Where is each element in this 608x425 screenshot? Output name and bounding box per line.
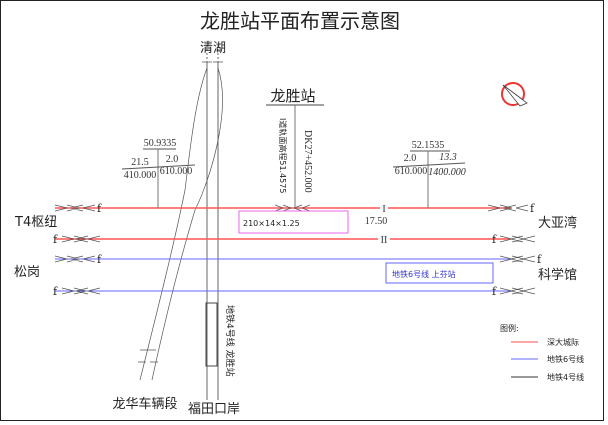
- turnout-labels: f f f f f f f f: [53, 202, 542, 298]
- label-longhua-depot: 龙华车辆段: [112, 396, 177, 412]
- svg-text:610.000: 610.000: [395, 166, 428, 177]
- svg-text:f: f: [53, 233, 58, 246]
- label-songgang: 松岗: [14, 265, 40, 280]
- legend: 图例: 深大城际 地铁6号线 地铁4号线: [500, 323, 584, 382]
- svg-text:f: f: [530, 202, 535, 215]
- legend-item-intercity: 深大城际: [547, 337, 579, 347]
- label-dayawan: 大亚湾: [538, 215, 577, 231]
- line4-tracks: [202, 45, 223, 400]
- legend-item-line4: 地铁4号线: [547, 372, 584, 382]
- rail-elevation-label: I道轨面高程51.4575: [278, 118, 288, 193]
- label-kexueguan: 科学馆: [538, 267, 577, 283]
- svg-text:f: f: [97, 202, 102, 215]
- diagram-title: 龙胜站平面布置示意图: [200, 9, 400, 33]
- label-qinghu: 清湖: [200, 41, 226, 56]
- line6-station-box: [385, 262, 494, 284]
- svg-text:50.9335: 50.9335: [144, 138, 177, 149]
- label-line4-station: 地铁4号线 龙胜站: [224, 305, 236, 377]
- track-label-2: II: [381, 235, 388, 246]
- svg-text:52.1535: 52.1535: [412, 140, 445, 151]
- north-arrow-icon: [501, 82, 528, 107]
- grade-marker-right: 52.1535 2.0 610.000 13.3 1400.000: [392, 140, 466, 208]
- svg-text:f: f: [492, 285, 497, 298]
- line4-platform: [205, 302, 218, 367]
- station-name: 龙胜站: [270, 87, 315, 105]
- label-t4-hub: T4枢纽: [14, 215, 57, 230]
- intercity-platform: [238, 210, 349, 234]
- svg-text:2.0: 2.0: [404, 153, 417, 164]
- chainage-label: DK27+452.000: [302, 130, 313, 193]
- legend-title: 图例:: [500, 323, 519, 333]
- svg-text:f: f: [53, 285, 58, 298]
- label-futian-port: 福田口岸: [188, 402, 240, 417]
- svg-text:2.0: 2.0: [166, 154, 179, 165]
- svg-text:f: f: [492, 233, 497, 246]
- svg-text:f: f: [537, 253, 542, 266]
- grade-marker-left: 50.9335 21.5 410.000 2.0 610.000: [121, 138, 196, 208]
- platform-dimensions: 210×14×1.25: [243, 219, 300, 228]
- svg-text:f: f: [97, 253, 102, 266]
- depot-connection-tracks: [138, 67, 223, 381]
- turnout-marks: [54, 204, 536, 295]
- legend-item-line6: 地铁6号线: [547, 354, 584, 364]
- svg-text:13.3: 13.3: [439, 152, 457, 163]
- svg-text:21.5: 21.5: [131, 157, 149, 168]
- line6-station-label: 地铁6号线 上芬站: [392, 269, 456, 279]
- track-label-1: I: [382, 204, 385, 215]
- svg-text:410.000: 410.000: [124, 170, 157, 181]
- svg-text:1400.000: 1400.000: [428, 167, 466, 178]
- track-spacing: 17.50: [365, 216, 388, 227]
- svg-text:610.000: 610.000: [160, 166, 193, 177]
